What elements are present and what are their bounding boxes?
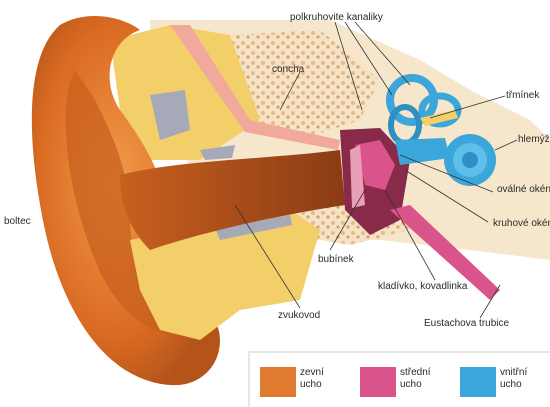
legend-text-inner: vnitřní ucho [500, 367, 544, 391]
legend-outer-line2: ucho [300, 379, 344, 391]
label-ear-canal: zvukovod [278, 310, 320, 321]
legend-text-outer: zevní ucho [300, 367, 344, 391]
legend-outer-line1: zevní [300, 367, 344, 379]
legend-inner-line1: vnitřní [500, 367, 544, 379]
label-oval-window: oválné okénko [497, 184, 550, 195]
legend-middle-line2: ucho [400, 379, 444, 391]
legend-middle-line1: střední [400, 367, 444, 379]
label-concha: concha [272, 64, 305, 75]
cochlea-core [462, 152, 478, 168]
legend-inner-line2: ucho [500, 379, 544, 391]
legend-text-middle: střední ucho [400, 367, 444, 391]
label-auricle: boltec [4, 216, 31, 227]
legend-item-inner-ear: vnitřní ucho [460, 367, 544, 397]
legend-swatch-inner [460, 367, 496, 397]
label-hammer-anvil: kladívko, kovadlinka [378, 281, 468, 292]
label-semicircular-canals: polkruhovite kanaliky [290, 12, 383, 23]
label-round-window: kruhové okénko [493, 218, 550, 229]
legend: zevní ucho střední ucho vnitřní ucho [248, 351, 550, 407]
label-cochlea: hlemýžď [518, 134, 550, 145]
label-eardrum: bubínek [318, 254, 355, 265]
legend-swatch-middle [360, 367, 396, 397]
legend-swatch-outer [260, 367, 296, 397]
legend-item-middle-ear: střední ucho [360, 367, 444, 397]
legend-item-outer-ear: zevní ucho [260, 367, 344, 397]
label-eustachian-tube: Eustachova trubice [424, 318, 509, 329]
label-stirrup: třmínek [506, 90, 540, 101]
